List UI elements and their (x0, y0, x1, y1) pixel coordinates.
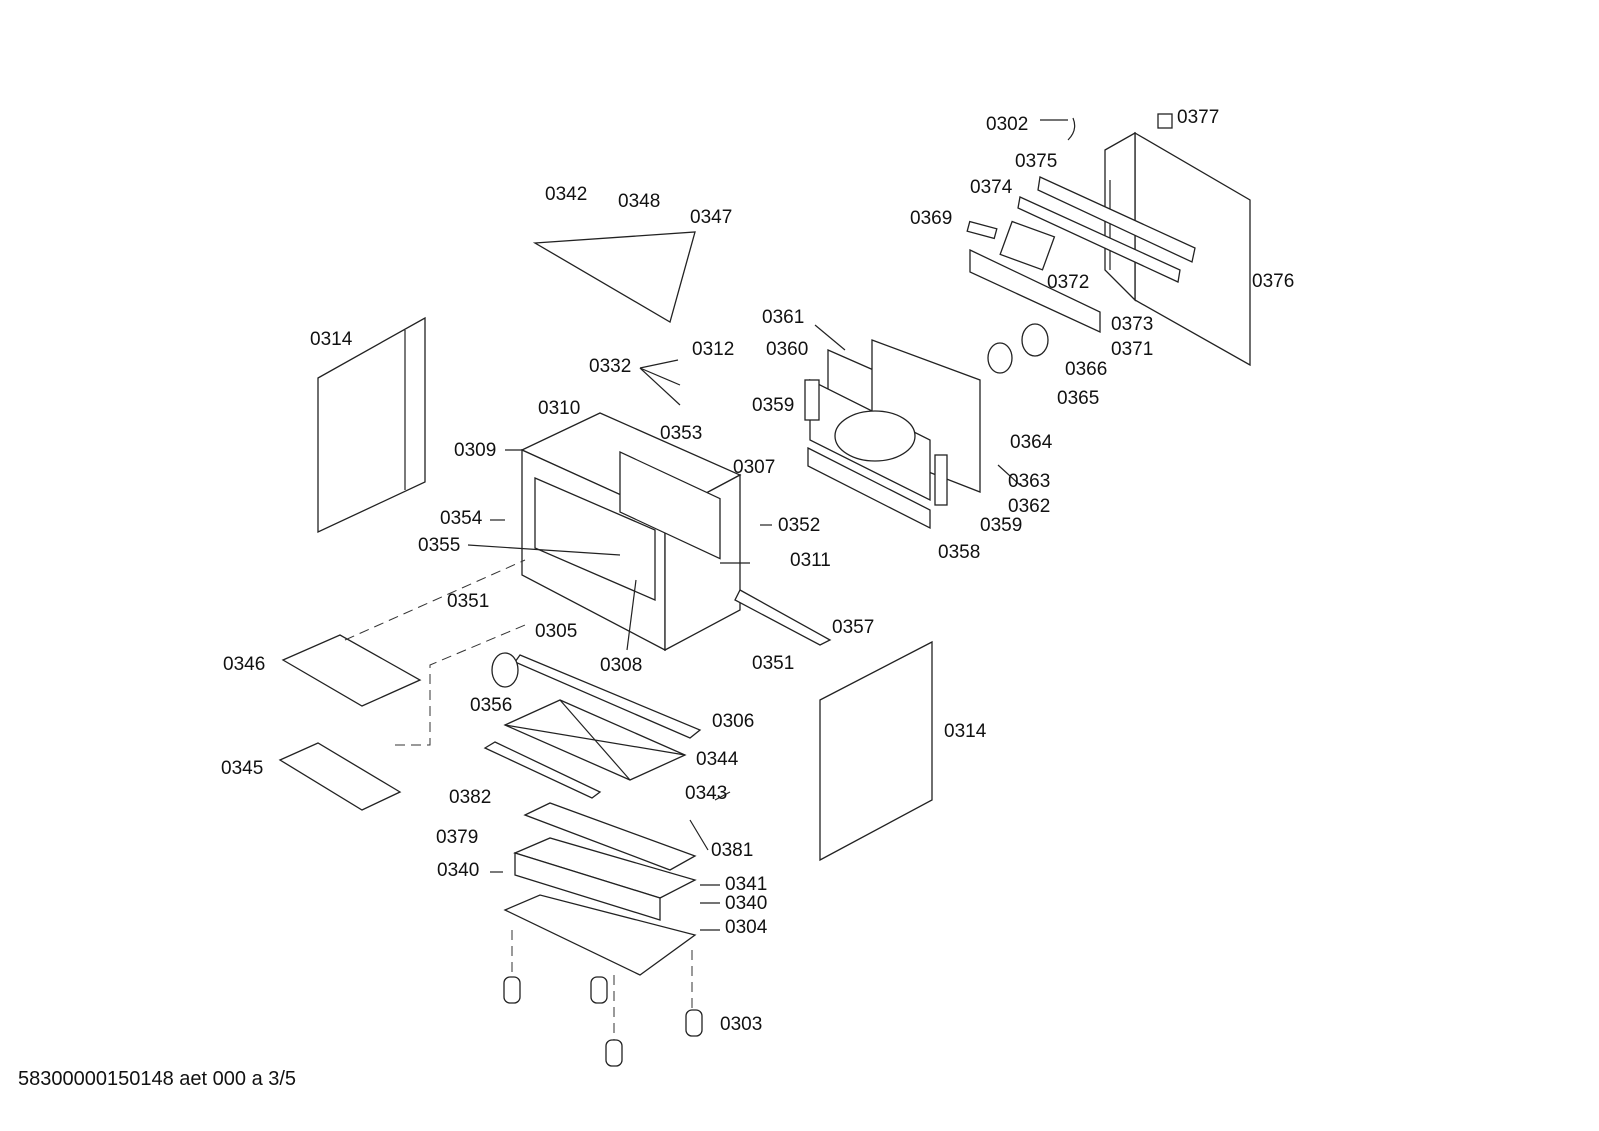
part-label-0348: 0348 (618, 191, 661, 212)
part-label-0381: 0381 (711, 840, 754, 861)
lower-box (503, 802, 697, 976)
fan-wheel-0366 (1021, 323, 1049, 357)
part-label-0340-left: 0340 (437, 860, 480, 881)
part-label-0302: 0302 (986, 114, 1029, 135)
part-label-0360: 0360 (766, 339, 809, 360)
part-label-0363: 0363 (1008, 471, 1051, 492)
rail-0375 (1037, 176, 1196, 263)
part-label-0314-left: 0314 (310, 329, 353, 350)
part-label-0358: 0358 (938, 542, 981, 563)
strip-0382 (483, 741, 602, 799)
part-label-0312: 0312 (692, 339, 735, 360)
part-label-0365: 0365 (1057, 388, 1100, 409)
part-label-0379: 0379 (436, 827, 479, 848)
side-panel-right (819, 640, 933, 862)
part-label-0372: 0372 (1047, 272, 1090, 293)
part-label-0343: 0343 (685, 783, 728, 804)
door-assembly (804, 339, 981, 530)
part-label-0364: 0364 (1010, 432, 1053, 453)
part-label-0369: 0369 (910, 208, 953, 229)
part-label-0305: 0305 (535, 621, 578, 642)
part-label-0340-right: 0340 (725, 893, 768, 914)
bracket-0371 (969, 248, 1101, 334)
part-label-0371: 0371 (1111, 339, 1154, 360)
part-0377 (1157, 113, 1173, 129)
part-label-0345: 0345 (221, 758, 264, 779)
leader-lines (467, 119, 1068, 931)
fan-motor-0372 (999, 220, 1056, 271)
part-label-0375: 0375 (1015, 151, 1058, 172)
base-rails (514, 589, 832, 739)
part-label-0332: 0332 (589, 356, 632, 377)
part-label-0311: 0311 (790, 550, 831, 571)
part-0302 (1067, 117, 1076, 141)
part-0369 (966, 220, 998, 240)
grille-0356 (491, 652, 519, 688)
part-label-0359-top: 0359 (752, 395, 795, 416)
tray-0344 (503, 699, 687, 781)
top-cover-0347 (532, 231, 696, 323)
part-label-0373: 0373 (1111, 314, 1154, 335)
part-label-0306: 0306 (712, 711, 755, 732)
part-label-0377: 0377 (1177, 107, 1220, 128)
part-label-0351-left: 0351 (447, 591, 490, 612)
part-label-0362: 0362 (1008, 496, 1051, 517)
heater-0346 (281, 634, 422, 707)
document-footer-id: 58300000150148 aet 000 a 3/5 (18, 1068, 297, 1090)
part-label-0310: 0310 (538, 398, 581, 419)
part-label-0376: 0376 (1252, 271, 1295, 292)
part-label-0355: 0355 (418, 535, 461, 556)
rail-0374 (1017, 196, 1181, 283)
part-label-0361: 0361 (762, 307, 805, 328)
part-label-0314-right: 0314 (944, 721, 987, 742)
part-label-0366: 0366 (1065, 359, 1108, 380)
part-label-0309: 0309 (454, 440, 497, 461)
part-label-0347: 0347 (690, 207, 733, 228)
ring-heater-0365 (987, 342, 1013, 374)
part-label-0356: 0356 (470, 695, 513, 716)
part-label-0357: 0357 (832, 617, 875, 638)
part-label-0353: 0353 (660, 423, 703, 444)
part-label-0346: 0346 (223, 654, 266, 675)
part-label-0304: 0304 (725, 917, 768, 938)
part-label-0344: 0344 (696, 749, 739, 770)
part-label-0341: 0341 (725, 874, 768, 895)
side-panel-left (317, 316, 426, 534)
part-label-0351-right: 0351 (752, 653, 795, 674)
part-label-0308: 0308 (600, 655, 643, 676)
feet (503, 930, 703, 1067)
part-label-0359-bottom: 0359 (980, 515, 1023, 536)
part-label-0342: 0342 (545, 184, 588, 205)
part-label-0382: 0382 (449, 787, 492, 808)
part-label-0354: 0354 (440, 508, 483, 529)
part-label-0307: 0307 (733, 457, 776, 478)
oven-cavity (520, 412, 742, 652)
connector-lines (344, 559, 526, 746)
part-label-0374: 0374 (970, 177, 1013, 198)
part-label-0303: 0303 (720, 1014, 763, 1035)
part-label-0352: 0352 (778, 515, 821, 536)
heater-0345 (278, 742, 402, 811)
